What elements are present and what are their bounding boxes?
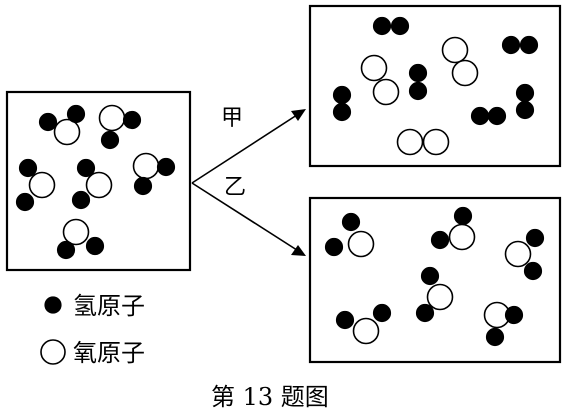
hydrogen-atom — [515, 83, 535, 103]
figure-caption: 第 13 题图 — [211, 383, 329, 411]
hydrogen-atom — [504, 305, 524, 325]
oxygen-atom — [448, 223, 476, 251]
water-molecule — [504, 228, 545, 281]
hydrogen-atom — [523, 261, 543, 281]
hydrogen-atom — [76, 158, 96, 178]
hydrogen-molecule — [470, 106, 507, 126]
legend-hydrogen-label: 氢原子 — [73, 292, 145, 320]
oxygen-atom — [441, 36, 469, 64]
oxygen-atom — [352, 317, 380, 345]
water-molecule — [483, 301, 524, 347]
hydrogen-atom — [18, 158, 38, 178]
oxygen-atom — [347, 230, 375, 258]
molecule — [56, 218, 105, 260]
hydrogen-atom — [408, 63, 428, 83]
oxygen-atom — [85, 171, 113, 199]
hydrogen-atom — [335, 310, 355, 330]
oxygen-atom — [62, 218, 90, 246]
molecule — [38, 104, 86, 146]
oxygen-atom — [28, 171, 56, 199]
legend-hydrogen: 氢原子 — [44, 292, 145, 320]
hydrogen-atom — [332, 102, 352, 122]
hydrogen-atom — [56, 240, 76, 260]
oxygen-atom — [422, 128, 450, 156]
hydrogen-atom — [15, 192, 35, 212]
hydrogen-atom — [156, 157, 176, 177]
water-molecule — [430, 206, 476, 251]
path-a-label: 甲 — [221, 106, 243, 131]
hydrogen-atom — [501, 35, 521, 55]
hydrogen-atom — [71, 190, 91, 210]
path-b-label: 乙 — [224, 175, 246, 200]
water-molecule — [335, 303, 392, 345]
hydrogen-atom — [38, 112, 58, 132]
molecule — [71, 158, 113, 210]
legend-oxygen-label: 氧原子 — [73, 339, 145, 367]
oxygen-atom — [360, 54, 388, 82]
hydrogen-atom-swatch — [44, 296, 62, 314]
molecule — [15, 158, 56, 212]
hydrogen-atom — [525, 228, 545, 248]
hydrogen-atom — [122, 110, 142, 130]
oxygen-atom — [426, 283, 454, 311]
oxygen-atom — [372, 78, 400, 106]
hydrogen-molecule — [372, 16, 410, 36]
hydrogen-atom — [133, 176, 153, 196]
hydrogen-atom — [332, 85, 352, 105]
hydrogen-molecule — [515, 83, 535, 120]
hydrogen-atom — [470, 106, 490, 126]
molecule — [98, 104, 142, 150]
hydrogen-atom — [390, 16, 410, 36]
hydrogen-molecule — [501, 35, 539, 55]
arrow-b — [191, 182, 306, 256]
hydrogen-atom — [66, 104, 86, 124]
oxygen-atom-swatch — [40, 339, 66, 365]
hydrogen-molecule — [332, 85, 352, 122]
oxygen-molecule — [396, 128, 450, 156]
hydrogen-atom — [485, 327, 505, 347]
atoms-layer — [15, 16, 545, 347]
hydrogen-atom — [430, 230, 450, 250]
oxygen-atom — [132, 152, 160, 180]
oxygen-atom — [504, 240, 532, 268]
hydrogen-atom — [324, 237, 344, 257]
hydrogen-atom — [453, 206, 473, 226]
hydrogen-atom — [408, 81, 428, 101]
water-molecule — [324, 212, 375, 258]
legend-oxygen: 氧原子 — [40, 339, 145, 367]
hydrogen-atom — [85, 236, 105, 256]
hydrogen-atom — [519, 35, 539, 55]
hydrogen-atom — [372, 16, 392, 36]
oxygen-molecule — [360, 54, 400, 106]
hydrogen-atom — [487, 106, 507, 126]
hydrogen-atom — [515, 100, 535, 120]
arrow-a — [191, 109, 306, 184]
hydrogen-atom — [415, 303, 435, 323]
hydrogen-molecule — [408, 63, 428, 101]
oxygen-molecule — [441, 36, 479, 87]
hydrogen-atom — [341, 212, 361, 232]
hydrogen-atom — [420, 266, 440, 286]
oxygen-atom — [53, 118, 81, 146]
oxygen-atom — [451, 59, 479, 87]
hydrogen-atom — [100, 130, 120, 150]
water-molecule — [415, 266, 454, 323]
legend: 氢原子 氧原子 — [40, 292, 145, 367]
oxygen-atom — [98, 104, 126, 132]
oxygen-atom — [396, 128, 424, 156]
molecule — [132, 152, 176, 196]
hydrogen-atom — [372, 303, 392, 323]
